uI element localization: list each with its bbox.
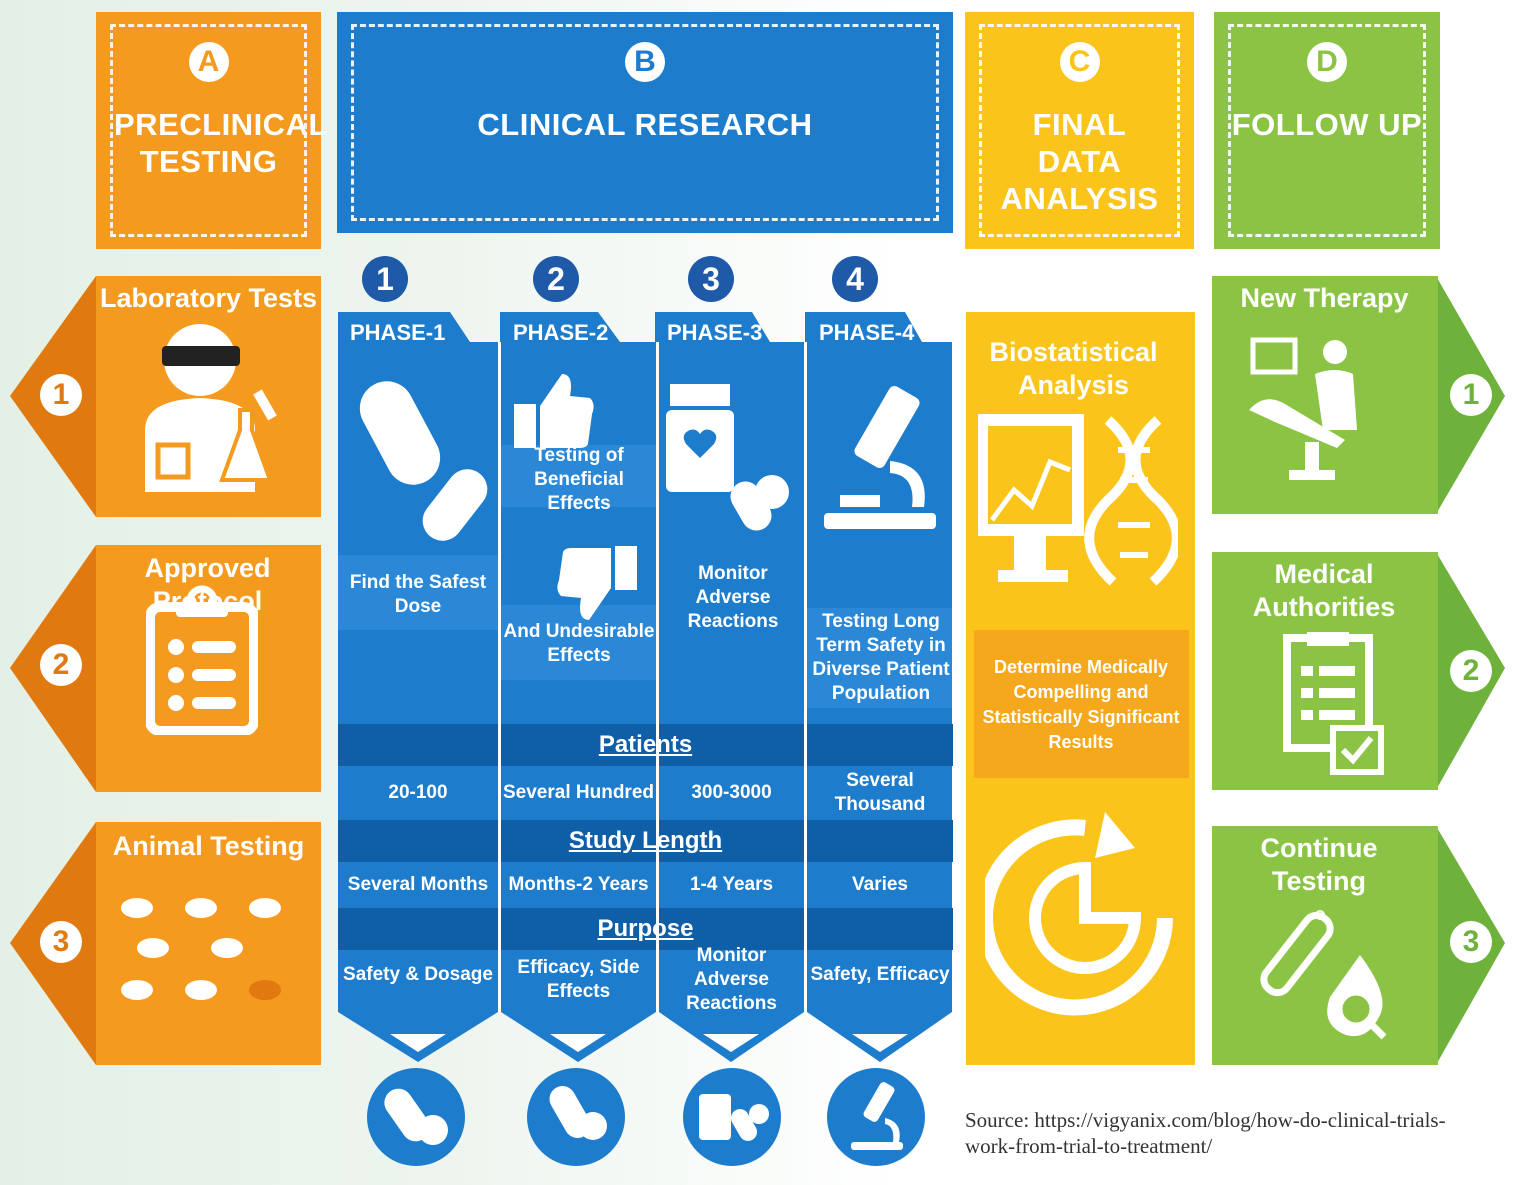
phase-3-length: 1-4 Years (689, 874, 774, 895)
preclinical-num-2: 2 (40, 644, 82, 686)
phase-1-desc: Find the Safest Dose (349, 572, 487, 617)
divider-1 (498, 342, 501, 1012)
phase-2-length: Months-2 Years (508, 874, 649, 895)
followup-block-3 (1212, 826, 1505, 1065)
tab-phase-3: PHASE-3 (667, 320, 763, 345)
label-medical-authorities: Medical Authorities (1252, 559, 1396, 622)
phase-3-desc: Monitor Adverse Reactions (687, 563, 779, 632)
label-new-therapy: New Therapy (1240, 283, 1409, 313)
label-biostatistical-analysis: Biostatistical Analysis (989, 337, 1158, 400)
divider-3 (804, 342, 807, 1012)
analysis-desc-box (974, 630, 1189, 778)
divider-2 (656, 342, 659, 1012)
label-continue-testing: Continue Testing (1260, 833, 1378, 896)
followup-blocks (1212, 276, 1505, 1065)
letter-c-badge: C (1059, 42, 1100, 82)
followup-num-3: 3 (1450, 921, 1492, 963)
capsule-icon (359, 381, 488, 541)
phase-3-patients: 300-3000 (691, 782, 772, 803)
followup-num-2: 2 (1450, 650, 1492, 692)
test-tube-icon (1260, 910, 1387, 1040)
label-laboratory-tests: Laboratory Tests (99, 283, 318, 313)
phase-num-2: 2 (533, 256, 579, 302)
source-citation: Source: https://vigyanix.com/blog/how-do… (965, 1108, 1446, 1158)
header-preclinical: A PRECLINICAL TESTING (96, 12, 328, 249)
header-title-analysis: FINAL DATA ANALYSIS (1000, 107, 1159, 216)
clipboard-icon (146, 585, 258, 735)
phase-1-purpose: Safety & Dosage (343, 964, 493, 985)
tab-phase-2: PHASE-2 (513, 320, 609, 345)
band-purpose: Purpose (338, 908, 953, 950)
phase-2-purpose: Efficacy, Side Effects (517, 957, 640, 1002)
header-final-analysis: C FINAL DATA ANALYSIS (965, 12, 1194, 249)
round-syringe-icon (527, 1068, 625, 1166)
phase-num-3: 3 (688, 256, 734, 302)
phase-4-length: Varies (852, 874, 908, 895)
mice-icon (121, 898, 281, 1000)
phase-4-purpose: Safety, Efficacy (810, 964, 950, 985)
round-microscope-icon (827, 1068, 925, 1166)
thumbs-up-icon (514, 374, 594, 448)
lab-scientist-icon (145, 324, 277, 492)
phase-1-length: Several Months (347, 874, 489, 895)
phase-3-purpose: Monitor Adverse Reactions (686, 945, 777, 1014)
round-pill-bottle-icon (683, 1068, 781, 1166)
dna-chart-icon (978, 414, 1178, 586)
header-title-followup: FOLLOW UP (1231, 107, 1423, 142)
thumbs-down-icon (557, 546, 637, 620)
preclinical-block-1 (10, 276, 321, 517)
header-title-clinical: CLINICAL RESEARCH (477, 107, 813, 142)
preclinical-num-3: 3 (40, 921, 82, 963)
phase-4-desc: Testing Long Term Safety in Diverse Pati… (812, 611, 950, 704)
phase-1-patients: 20-100 (388, 782, 448, 803)
header-clinical-research: B CLINICAL RESEARCH (337, 12, 953, 233)
phase-2-patients: Several Hundred (503, 782, 654, 803)
label-animal-testing: Animal Testing (112, 831, 305, 861)
band-patients: Patients (338, 724, 953, 766)
band-study-length: Study Length (338, 820, 953, 862)
phase-2-desc-beneficial: Testing of Beneficial Effects (534, 445, 624, 514)
microscope-icon (824, 386, 936, 529)
phase-2-desc-undesirable: And Undesirable Effects (503, 621, 655, 666)
pill-bottle-icon (666, 384, 789, 531)
letter-d-badge: D (1307, 42, 1347, 82)
therapy-icon (1249, 337, 1357, 480)
phase-num-4: 4 (832, 256, 878, 302)
letter-b-badge: B (625, 42, 665, 82)
analysis-desc: Determine Medically Compelling and Stati… (982, 657, 1180, 752)
phase-4-patients: Several Thousand (834, 770, 926, 815)
header-title-preclinical: PRECLINICAL TESTING (114, 107, 328, 179)
tab-phase-4: PHASE-4 (819, 320, 915, 345)
preclinical-block-3 (10, 822, 321, 1065)
letter-a-badge: A (188, 42, 229, 82)
header-follow-up: D FOLLOW UP (1214, 12, 1440, 249)
round-capsule-icon (367, 1068, 465, 1166)
checklist-icon (1283, 632, 1384, 775)
phase-num-1: 1 (362, 256, 408, 302)
followup-num-1: 1 (1450, 374, 1492, 416)
pie-cycle-icon (985, 812, 1173, 1016)
preclinical-num-1: 1 (40, 374, 82, 416)
tab-phase-1: PHASE-1 (350, 320, 446, 345)
